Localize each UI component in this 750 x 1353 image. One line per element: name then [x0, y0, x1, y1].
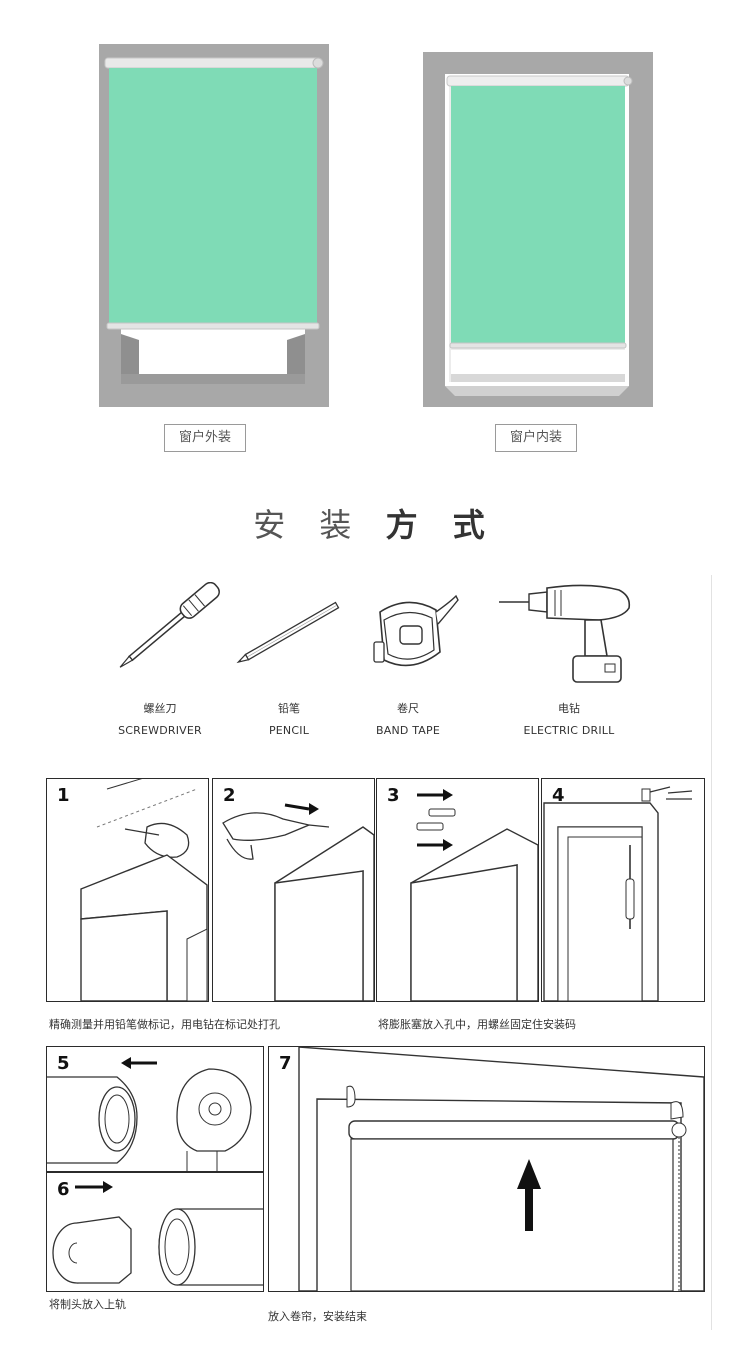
- step-number: 4: [552, 785, 565, 806]
- step-panel-7: 7: [268, 1046, 705, 1292]
- step-panel-1: 1: [46, 778, 209, 1002]
- tool-label-cn: 卷尺: [397, 702, 419, 715]
- step-number: 5: [57, 1053, 70, 1074]
- tool-electric-drill: 电钻 ELECTRIC DRILL: [489, 582, 649, 737]
- tool-label-en: SCREWDRIVER: [118, 724, 202, 737]
- caption-step-7: 放入卷帘，安装结束: [268, 1310, 367, 1323]
- caption-steps-1-2: 精确测量并用铅笔做标记，用电钻在标记处打孔: [49, 1018, 280, 1031]
- section-title-light: 安 装: [253, 506, 364, 544]
- caption-steps-3-4: 将膨胀塞放入孔中，用螺丝固定住安装码: [378, 1018, 576, 1031]
- caption-steps-5-6: 将制头放入上轨: [49, 1298, 126, 1311]
- outside-mount-preview: [99, 44, 329, 407]
- step-number: 1: [57, 785, 70, 806]
- step-panel-2: 2: [212, 778, 375, 1002]
- inside-mount-illustration: [445, 74, 633, 396]
- section-title-bold: 方 式: [385, 506, 497, 544]
- screwdriver-icon: [119, 581, 220, 668]
- tool-label-en: PENCIL: [268, 724, 310, 737]
- step-panel-6: 6: [46, 1172, 264, 1292]
- outside-mount-label: 窗户外装: [164, 424, 246, 452]
- insert-end-cap-illustration: [52, 1181, 263, 1286]
- remove-end-cap-illustration: [47, 1057, 252, 1171]
- tool-label-cn: 铅笔: [278, 702, 300, 715]
- step-panel-4: 4: [541, 778, 705, 1002]
- mark-with-pencil-illustration: [80, 779, 208, 1001]
- tool-label-cn: 电钻: [558, 702, 580, 715]
- tool-label-cn: 螺丝刀: [143, 702, 177, 715]
- drill-holes-illustration: [222, 803, 374, 1001]
- right-divider: [711, 575, 712, 1330]
- inside-mount-preview: [423, 52, 653, 407]
- install-blind-illustration: [298, 1047, 704, 1291]
- insert-anchors-illustration: [410, 789, 538, 1001]
- outside-mount-illustration: [104, 57, 324, 384]
- fix-bracket-illustration: [543, 786, 693, 1001]
- step-number: 3: [387, 785, 400, 806]
- tool-screwdriver: 螺丝刀 SCREWDRIVER: [80, 581, 240, 737]
- step-number: 6: [57, 1179, 70, 1200]
- section-title: 安 装 方 式: [0, 500, 750, 546]
- step-number: 7: [279, 1053, 292, 1074]
- step-number: 2: [223, 785, 236, 806]
- tool-label-en: BAND TAPE: [375, 724, 441, 737]
- pencil-icon: [236, 601, 340, 664]
- step-panel-5: 5: [46, 1046, 264, 1172]
- step-panel-3: 3: [376, 778, 539, 1002]
- tape-measure-icon: [373, 594, 459, 667]
- electric-drill-icon: [499, 584, 631, 683]
- tool-label-en: ELECTRIC DRILL: [523, 724, 615, 737]
- inside-mount-label: 窗户内装: [495, 424, 577, 452]
- tool-band-tape: 卷尺 BAND TAPE: [328, 582, 488, 737]
- tool-pencil: 铅笔 PENCIL: [209, 582, 369, 737]
